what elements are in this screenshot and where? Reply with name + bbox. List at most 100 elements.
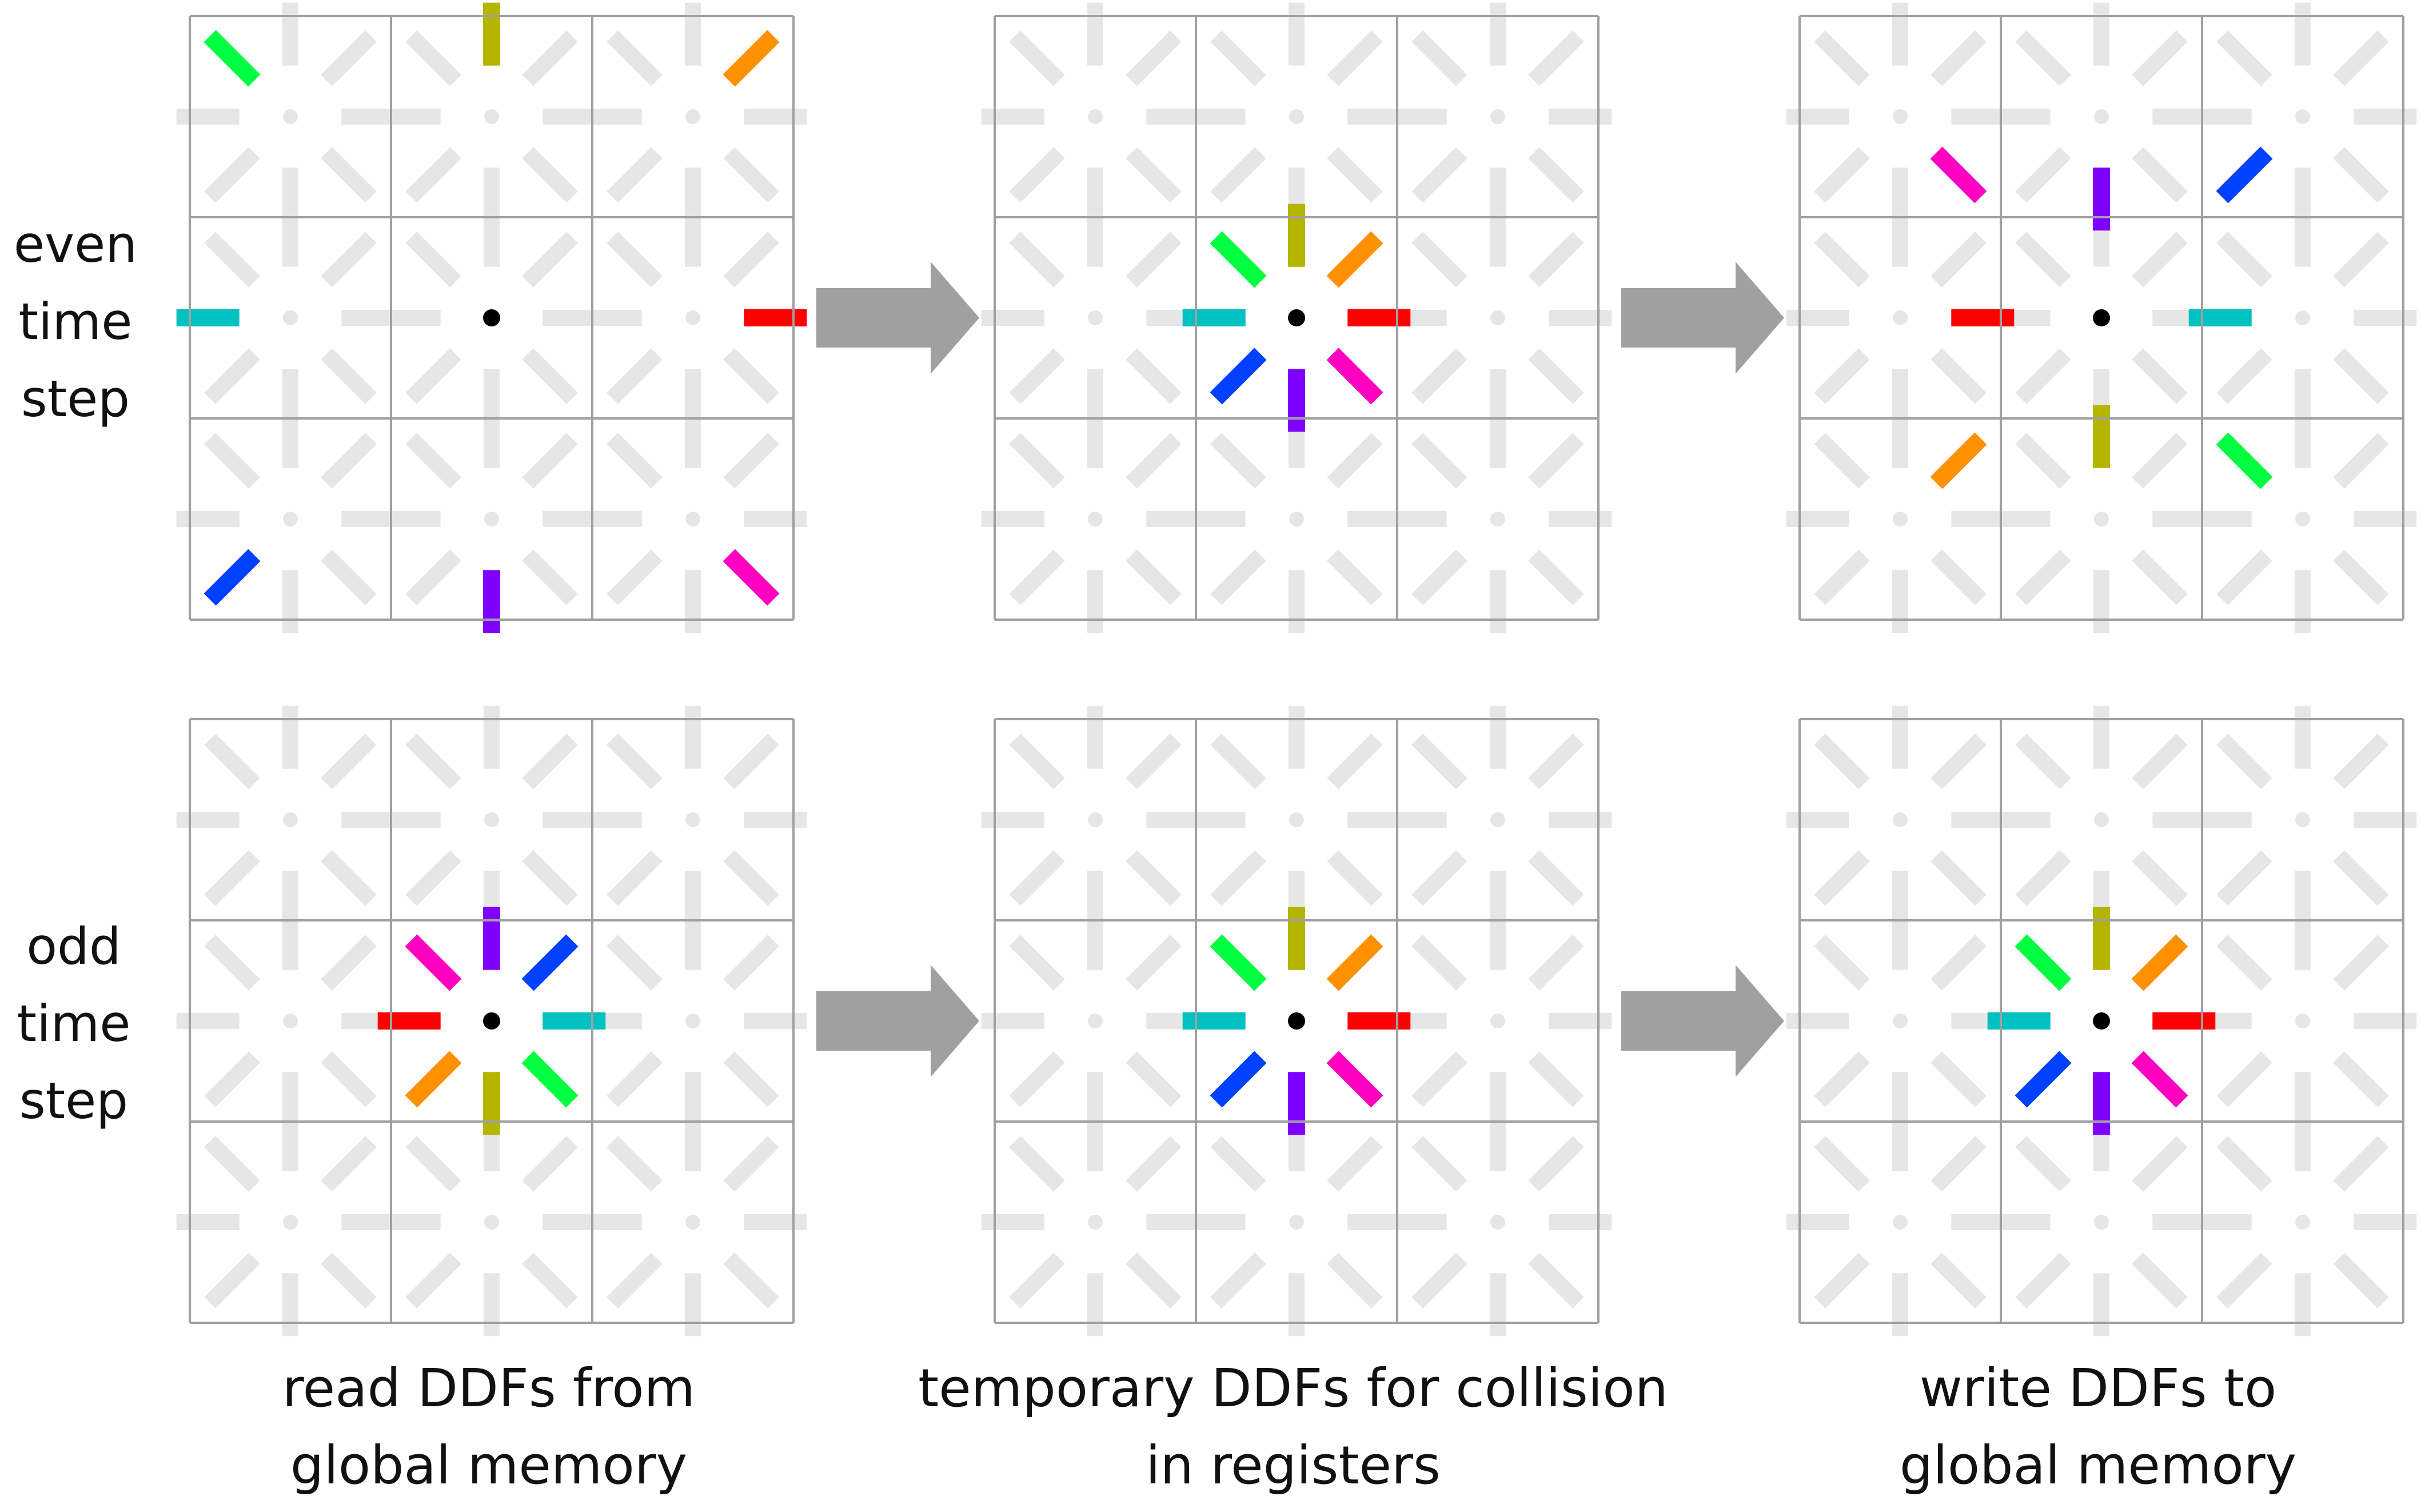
- ghost-ddf: [2354, 109, 2417, 125]
- ghost-ddf: [1892, 405, 1908, 468]
- ghost-ddf: [2216, 1136, 2272, 1192]
- ghost-ddf: [321, 1252, 377, 1308]
- ghost-ddf: [2188, 1214, 2252, 1230]
- lattice-cell: [1786, 705, 2015, 934]
- ghost-ddf: [282, 705, 298, 769]
- ddf-e: [1951, 309, 2015, 326]
- ddf-w: [1182, 1012, 1246, 1030]
- ghost-ddf: [484, 405, 500, 468]
- ghost-ddf: [2295, 1273, 2311, 1337]
- lattice-cell: [1182, 1108, 1411, 1337]
- ghost-ddf: [2216, 232, 2272, 288]
- lattice-cell: [1383, 204, 1612, 432]
- ghost-ddf: [484, 204, 500, 267]
- ghost-ddf: [1814, 147, 1870, 203]
- ghost-ddf: [522, 30, 578, 86]
- row-label-odd-line-3: step: [19, 1071, 128, 1130]
- ghost-ddf: [981, 812, 1044, 828]
- ddf-nw: [521, 1051, 579, 1108]
- ddf-w: [1987, 1012, 2051, 1030]
- ghost-node-dot: [484, 1215, 499, 1230]
- ghost-ddf: [2333, 348, 2389, 404]
- ghost-ddf: [1528, 30, 1584, 86]
- ghost-ddf: [2216, 733, 2272, 789]
- ghost-ddf: [522, 733, 578, 789]
- ghost-ddf: [1931, 348, 1987, 404]
- ddf-se: [723, 549, 780, 606]
- ghost-node-dot: [1289, 512, 1304, 526]
- lattice-cell: [377, 405, 606, 633]
- ghost-ddf: [1210, 850, 1266, 906]
- ghost-ddf: [1528, 1051, 1584, 1107]
- ghost-ddf: [204, 348, 260, 404]
- ghost-ddf: [1182, 109, 1246, 125]
- ghost-ddf: [176, 1013, 240, 1029]
- ghost-ddf: [2354, 812, 2417, 828]
- lattice-cell: [1383, 405, 1612, 633]
- center-node-dot: [2093, 309, 2110, 326]
- ddf-ne: [723, 30, 780, 87]
- ghost-ddf: [607, 733, 663, 789]
- ghost-ddf: [522, 433, 578, 489]
- ghost-ddf: [1087, 2, 1103, 66]
- ghost-ddf: [1490, 204, 1506, 267]
- ghost-ddf: [321, 147, 377, 203]
- ghost-ddf: [2015, 1252, 2071, 1308]
- ghost-ddf: [2132, 733, 2188, 789]
- ghost-ddf: [2333, 147, 2389, 203]
- ghost-ddf: [685, 405, 701, 468]
- ghost-ddf: [1009, 850, 1065, 906]
- ddf-w: [2188, 309, 2252, 326]
- ghost-ddf: [1528, 232, 1584, 288]
- lattice-grid: [994, 15, 1600, 621]
- ghost-ddf: [282, 570, 298, 633]
- ghost-ddf: [1814, 1252, 1870, 1308]
- ghost-ddf: [981, 1214, 1044, 1230]
- ghost-ddf: [2354, 310, 2417, 326]
- lattice-cell: [981, 1108, 1210, 1337]
- ghost-ddf: [2132, 850, 2188, 906]
- center-node-dot: [1288, 1012, 1305, 1030]
- ghost-ddf: [1009, 1136, 1065, 1192]
- ghost-ddf: [204, 850, 260, 906]
- ghost-ddf: [1987, 812, 2051, 828]
- ghost-ddf: [2015, 30, 2071, 86]
- caption-read-line-2: global memory: [290, 1435, 687, 1496]
- ghost-ddf: [1814, 733, 1870, 789]
- center-node-dot: [483, 309, 500, 326]
- ghost-ddf: [405, 433, 461, 489]
- ghost-ddf: [2132, 348, 2188, 404]
- ddf-s: [1288, 1072, 1305, 1135]
- ghost-ddf: [2188, 511, 2252, 527]
- ghost-ddf: [2295, 1108, 2311, 1171]
- ghost-node-dot: [1893, 109, 1908, 124]
- ghost-ddf: [1009, 935, 1065, 991]
- ghost-ddf: [176, 511, 240, 527]
- ddf-e: [377, 1012, 441, 1030]
- ghost-ddf: [1528, 850, 1584, 906]
- process-arrow-row2-1: [816, 965, 979, 1077]
- ghost-ddf: [405, 1252, 461, 1308]
- ghost-ddf: [981, 511, 1044, 527]
- ghost-ddf: [2015, 433, 2071, 489]
- ghost-ddf: [607, 30, 663, 86]
- ghost-ddf: [377, 109, 441, 125]
- ghost-ddf: [405, 1136, 461, 1192]
- lattice-cell: [1786, 907, 2015, 1135]
- lattice-cell: [176, 1108, 405, 1337]
- ghost-ddf: [1528, 433, 1584, 489]
- ddf-s: [2093, 167, 2110, 231]
- ghost-ddf: [1931, 30, 1987, 86]
- ghost-ddf: [2333, 1136, 2389, 1192]
- ghost-ddf: [2354, 1214, 2417, 1230]
- ghost-ddf: [1383, 812, 1447, 828]
- lattice-cell: [377, 1108, 606, 1337]
- ghost-node-dot: [685, 310, 700, 325]
- ghost-ddf: [2015, 348, 2071, 404]
- ghost-ddf: [2216, 1252, 2272, 1308]
- ghost-ddf: [2015, 850, 2071, 906]
- ghost-ddf: [1126, 850, 1182, 906]
- ghost-node-dot: [1490, 812, 1505, 827]
- ghost-ddf: [2132, 433, 2188, 489]
- ghost-node-dot: [283, 310, 298, 325]
